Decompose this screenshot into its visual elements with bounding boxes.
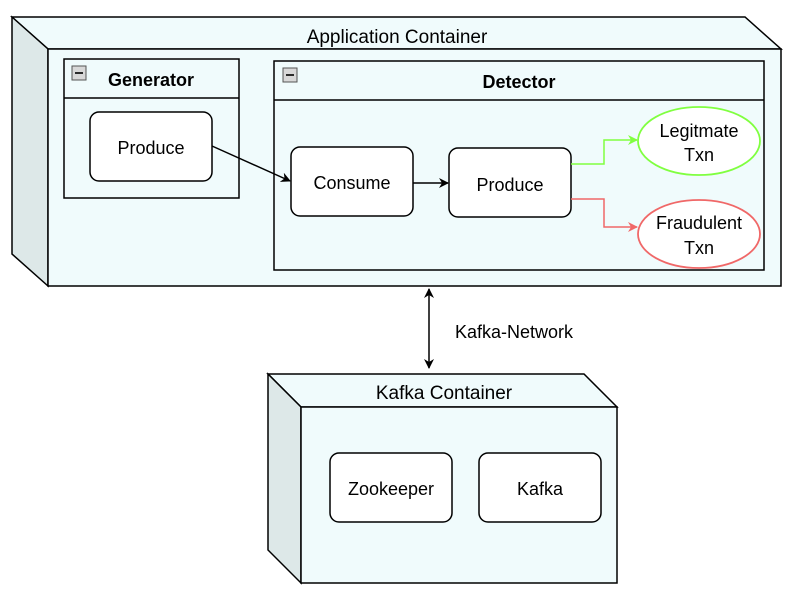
- generator-group: Generator Produce: [63, 58, 240, 199]
- fraudulent-txn-label-line1: Fraudulent: [656, 213, 742, 233]
- detector-consume-label: Consume: [313, 173, 390, 193]
- detector-title: Detector: [482, 72, 555, 92]
- fraudulent-txn-node[interactable]: [637, 199, 761, 269]
- detector-consume-box[interactable]: [290, 146, 414, 217]
- edge-generator-to-consume: [211, 145, 291, 182]
- kafka-network-label: Kafka-Network: [455, 322, 574, 342]
- zookeeper-label: Zookeeper: [348, 479, 434, 499]
- kafka-container-side-face: [267, 372, 302, 585]
- zookeeper-box[interactable]: [329, 452, 453, 523]
- edge-produce-to-fraudulent: [571, 198, 638, 232]
- legitimate-txn-node[interactable]: [637, 106, 761, 176]
- kafka-label: Kafka: [517, 479, 564, 499]
- detector-group: Detector Consume Produce Legitmate Txn F…: [273, 60, 765, 271]
- kafka-container-title: Kafka Container: [376, 383, 513, 404]
- kafka-box[interactable]: [478, 452, 602, 523]
- kafka-container: Kafka Container Zookeeper Kafka: [266, 372, 619, 585]
- generator-title: Generator: [108, 70, 194, 90]
- generator-produce-label: Produce: [117, 138, 184, 158]
- fraudulent-txn-label-line2: Txn: [684, 238, 714, 258]
- edge-produce-to-legitimate: [571, 135, 638, 165]
- legitimate-txn-label-line2: Txn: [684, 145, 714, 165]
- detector-produce-box[interactable]: [448, 147, 572, 218]
- application-container-title: Application Container: [307, 27, 488, 48]
- application-container-side-face: [11, 15, 49, 288]
- detector-collapse-button[interactable]: [282, 67, 298, 83]
- detector-produce-label: Produce: [476, 175, 543, 195]
- generator-collapse-button[interactable]: [71, 65, 87, 81]
- legitimate-txn-label-line1: Legitmate: [659, 121, 738, 141]
